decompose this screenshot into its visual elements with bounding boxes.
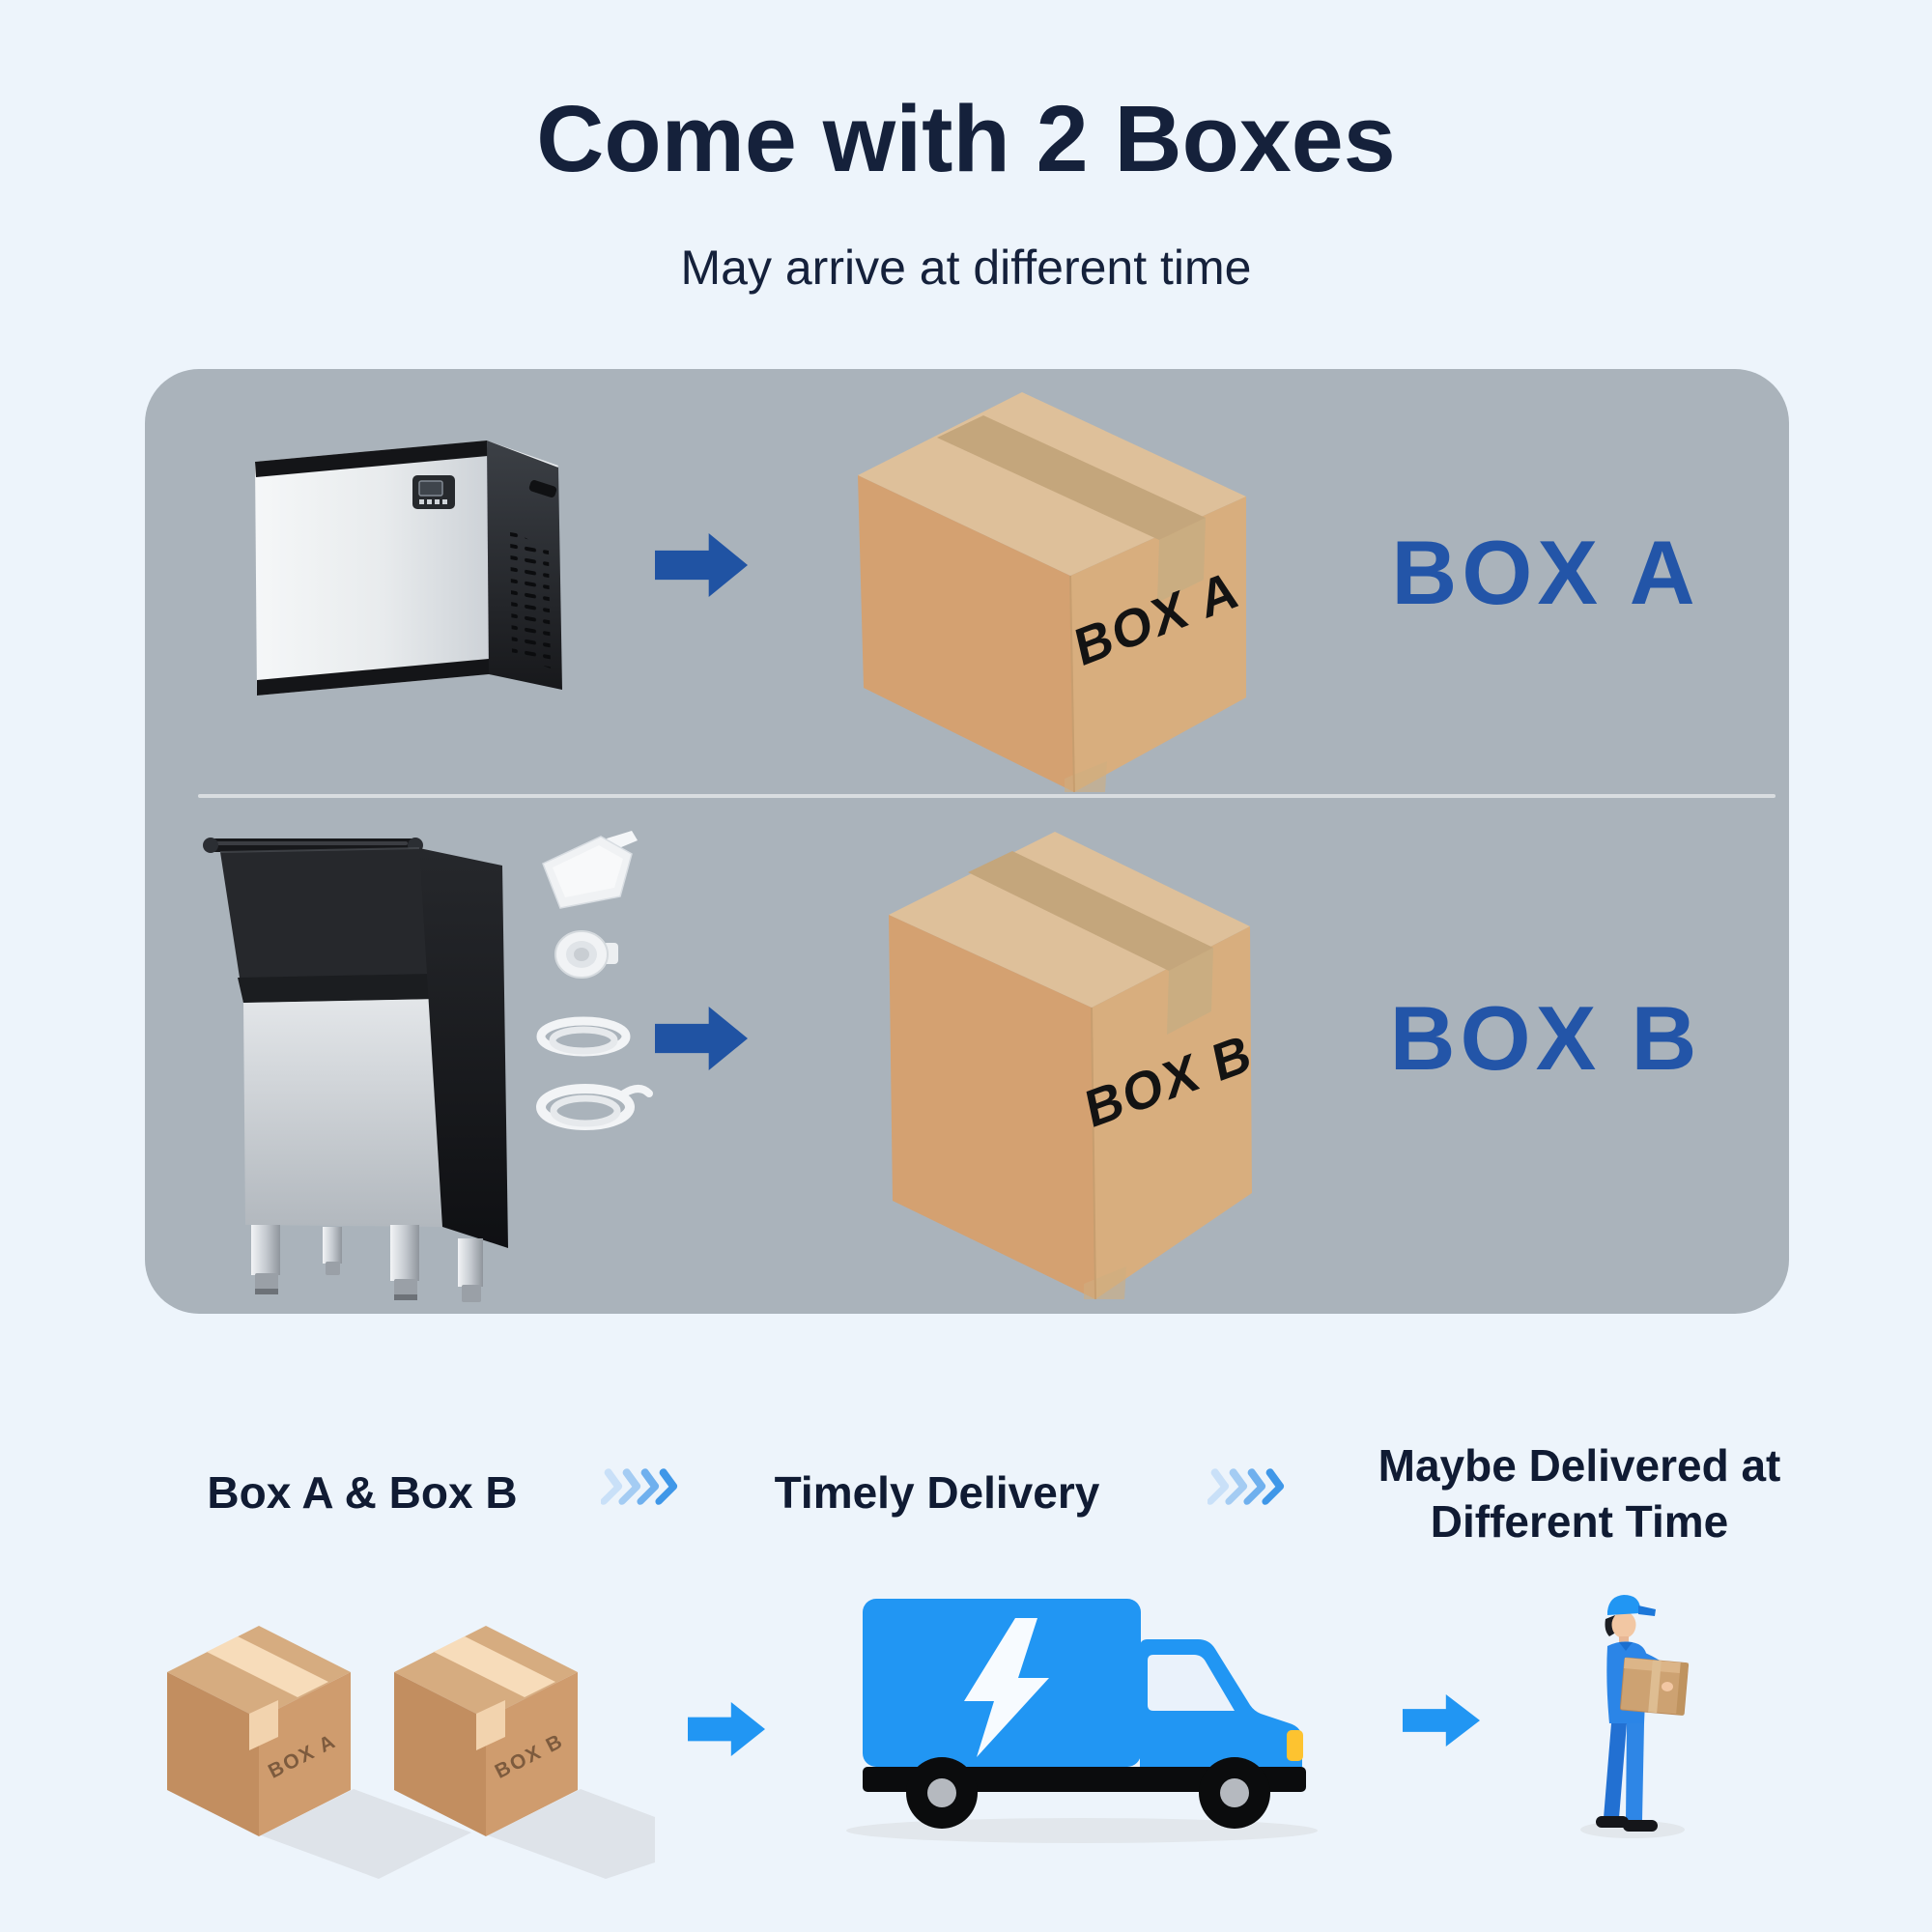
packing-tape [968, 851, 1213, 971]
small-box-a: BOX A [167, 1626, 351, 1836]
control-panel [412, 475, 455, 509]
two-small-boxes-illustration: BOX A BOX B [167, 1626, 655, 1879]
delivery-person-illustration [1580, 1595, 1690, 1838]
shoe [1596, 1816, 1629, 1828]
right-arrow-icon [688, 1702, 765, 1756]
carried-box [1619, 1657, 1690, 1716]
ice-storage-bin-illustration [203, 838, 508, 1302]
lightning-bolt-icon [964, 1618, 1049, 1757]
accessories-illustration [536, 831, 653, 1130]
box-a-label: BOX A [1391, 522, 1700, 623]
fast-forward-chevrons-icon [601, 1468, 678, 1505]
right-arrow-icon [655, 1007, 748, 1070]
face [1611, 1611, 1636, 1638]
hose-coil-icon-2 [536, 1084, 653, 1130]
flow-step-boxes: Box A & Box B [207, 1467, 518, 1518]
right-arrow-icon [655, 533, 748, 597]
packing-tape [937, 415, 1206, 540]
headlight [1287, 1730, 1303, 1761]
side-handle [528, 480, 557, 497]
boxes-panel: BOX A BOX A [145, 369, 1789, 1314]
right-arrow-icon [1403, 1694, 1480, 1747]
bin-legs [251, 1225, 483, 1302]
box-b-carton-illustration: BOX B [889, 832, 1258, 1300]
ice-scoop-icon [542, 831, 638, 909]
fast-forward-chevrons-icon [1208, 1468, 1285, 1505]
shoe [1623, 1820, 1658, 1832]
pants [1604, 1723, 1627, 1818]
ice-maker-head-illustration [255, 440, 562, 696]
small-box-b: BOX B [394, 1626, 578, 1836]
cap-icon [1607, 1595, 1640, 1615]
truck-window [1148, 1655, 1235, 1711]
box-a-carton-illustration: BOX A [858, 392, 1246, 793]
bin-hood [220, 848, 440, 1003]
row-divider [198, 794, 1776, 798]
page-title: Come with 2 Boxes [536, 86, 1396, 191]
delivery-truck-icon [846, 1599, 1318, 1843]
hose-coil-icon [536, 1016, 631, 1057]
drain-fitting-icon [554, 930, 618, 979]
box-b-label: BOX B [1389, 987, 1702, 1089]
vent-grille [510, 529, 551, 668]
flow-step-delivery: Timely Delivery [774, 1467, 1100, 1518]
page-subtitle: May arrive at different time [680, 241, 1252, 295]
flow-step-different-time: Maybe Delivered at Different Time [1378, 1440, 1781, 1547]
